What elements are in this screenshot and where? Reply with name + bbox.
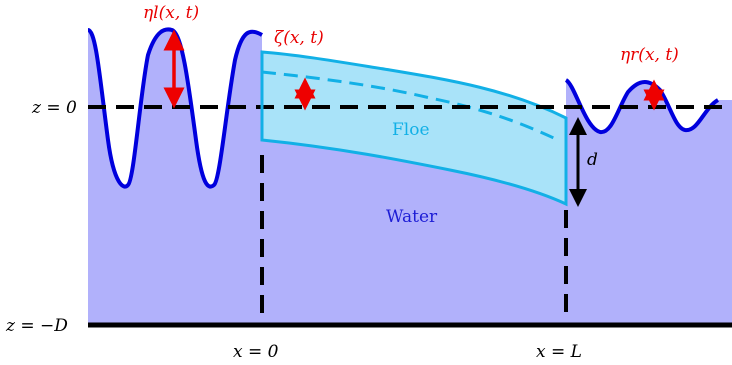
water-label: Water (386, 207, 438, 227)
x0-label: x = 0 (233, 342, 279, 362)
right-water-region (566, 80, 732, 325)
floe-body (260, 50, 568, 207)
xL-label: x = L (536, 342, 582, 362)
eta-l-label: ηl(x, t) (143, 3, 199, 23)
zeta-label: ζ(x, t) (274, 28, 324, 48)
zD-label: z = −D (5, 316, 68, 336)
floe-label: Floe (392, 120, 430, 140)
left-water-region (88, 29, 262, 326)
z0-label: z = 0 (31, 98, 77, 118)
eta-r-label: ηr(x, t) (620, 45, 679, 65)
under-floe-water (262, 140, 566, 325)
right-wave-line (564, 78, 720, 134)
d-label: d (587, 150, 598, 170)
